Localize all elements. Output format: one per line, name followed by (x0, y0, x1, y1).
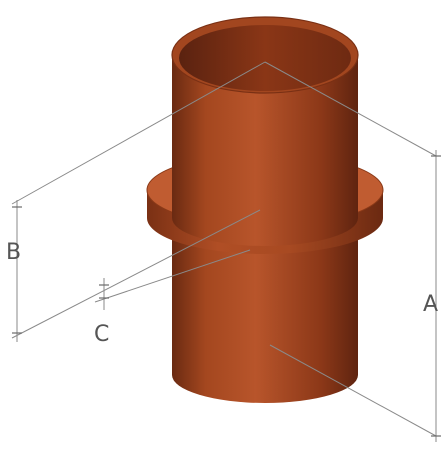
dimension-label-c: C (94, 322, 109, 347)
upper-pipe-section (171, 16, 359, 246)
lower-pipe-section (172, 235, 358, 403)
dimension-label-a: A (423, 292, 438, 317)
dimension-label-b: B (6, 240, 21, 265)
dimension-lines (11, 61, 441, 442)
